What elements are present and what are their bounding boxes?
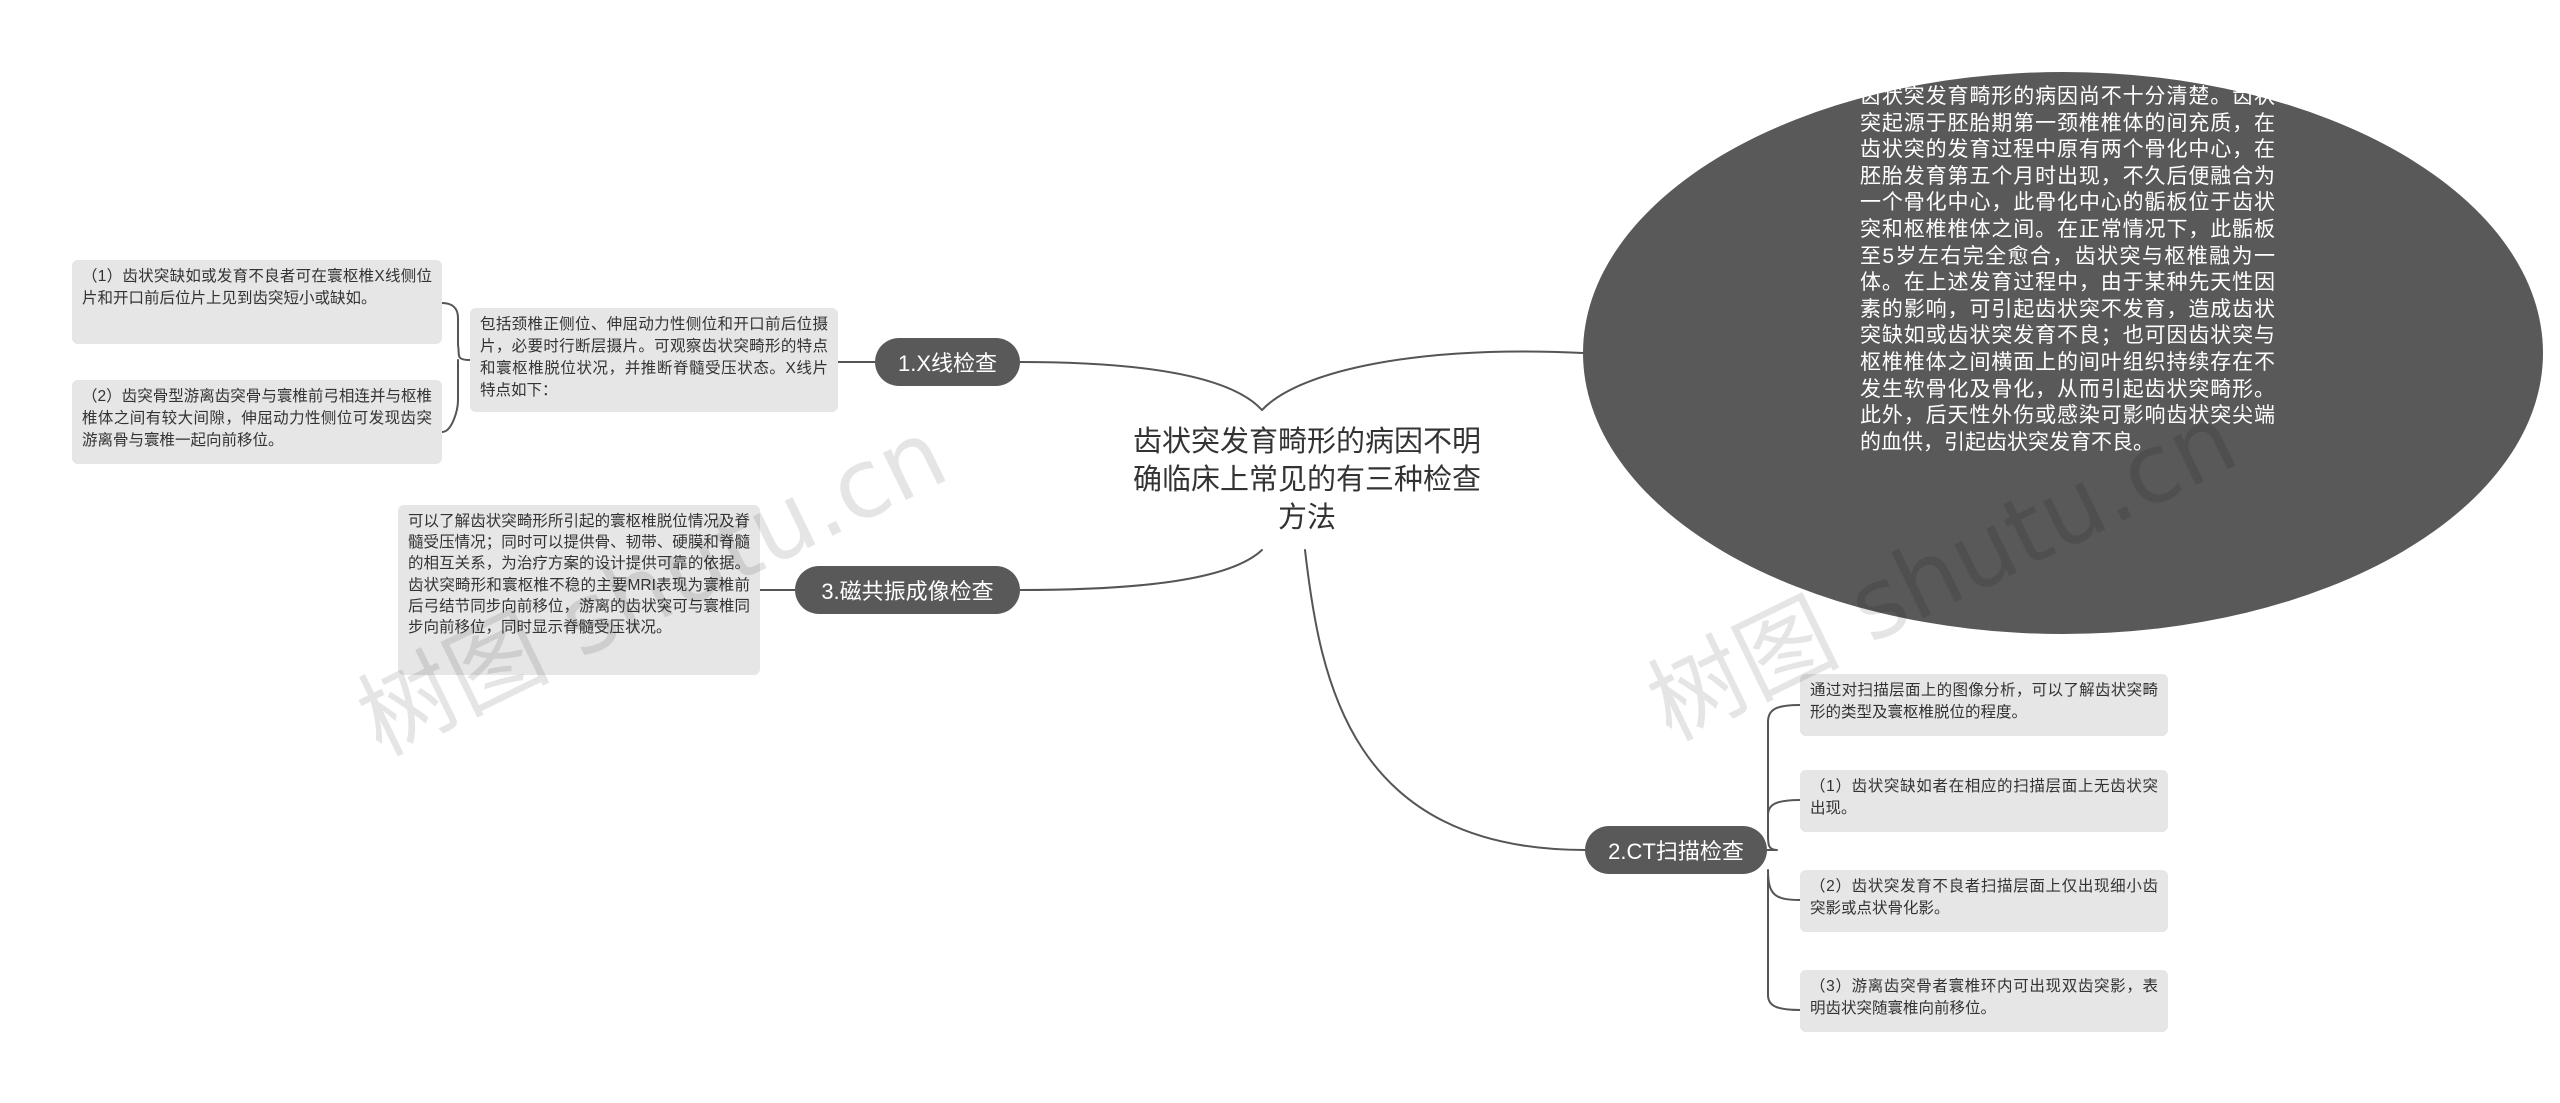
ct-item-1-text: （1）齿状突缺如者在相应的扫描层面上无齿状突出现。 <box>1810 778 2158 817</box>
ct-item-2[interactable]: （2）齿状突发育不良者扫描层面上仅出现细小齿突影或点状骨化影。 <box>1800 870 2168 932</box>
xray-item-1-text: （1）齿状突缺如或发育不良者可在寰枢椎X线侧位片和开口前后位片上见到齿突短小或缺… <box>82 268 432 307</box>
xray-item-2-text: （2）齿突骨型游离齿突骨与寰椎前弓相连并与枢椎椎体之间有较大间隙，伸屈动力性侧位… <box>82 388 432 449</box>
ct-item-intro[interactable]: 通过对扫描层面上的图像分析，可以了解齿状突畸形的类型及寰枢椎脱位的程度。 <box>1800 674 2168 736</box>
bracket-ct-items <box>1766 704 1801 1011</box>
ct-item-1[interactable]: （1）齿状突缺如者在相应的扫描层面上无齿状突出现。 <box>1800 770 2168 832</box>
ct-item-intro-text: 通过对扫描层面上的图像分析，可以了解齿状突畸形的类型及寰枢椎脱位的程度。 <box>1810 682 2158 721</box>
central-topic[interactable]: 齿状突发育畸形的病因不明确临床上常见的有三种检查方法 <box>1122 410 1492 550</box>
xray-item-1[interactable]: （1）齿状突缺如或发育不良者可在寰枢椎X线侧位片和开口前后位片上见到齿突短小或缺… <box>72 260 442 344</box>
mri-text-box[interactable]: 可以了解齿状突畸形所引起的寰枢椎脱位情况及脊髓受压情况；同时可以提供骨、韧带、硬… <box>398 505 760 675</box>
etiology-node[interactable]: 齿状突发育畸形的病因尚不十分清楚。齿状突起源于胚胎期第一颈椎椎体的间充质，在齿状… <box>1583 72 2543 634</box>
bracket-xray-items <box>441 302 471 433</box>
xray-summary-box[interactable]: 包括颈椎正侧位、伸屈动力性侧位和开口前后位摄片，必要时行断层摄片。可观察齿状突畸… <box>470 308 838 412</box>
mri-text: 可以了解齿状突畸形所引起的寰枢椎脱位情况及脊髓受压情况；同时可以提供骨、韧带、硬… <box>408 513 750 637</box>
ct-item-3-text: （3）游离齿突骨者寰椎环内可出现双齿突影，表明齿状突随寰椎向前移位。 <box>1810 978 2158 1017</box>
mri-branch-label: 3.磁共振成像检查 <box>821 579 994 604</box>
ct-branch-label: 2.CT扫描检查 <box>1608 839 1744 864</box>
link-center-etiology <box>1261 350 1584 411</box>
link-center-ct <box>1304 549 1586 851</box>
xray-summary-text: 包括颈椎正侧位、伸屈动力性侧位和开口前后位摄片，必要时行断层摄片。可观察齿状突畸… <box>480 316 828 399</box>
xray-item-2[interactable]: （2）齿突骨型游离齿突骨与寰椎前弓相连并与枢椎椎体之间有较大间隙，伸屈动力性侧位… <box>72 380 442 464</box>
link-center-mri <box>1019 549 1263 591</box>
ct-item-2-text: （2）齿状突发育不良者扫描层面上仅出现细小齿突影或点状骨化影。 <box>1810 878 2158 917</box>
ct-branch-node[interactable]: 2.CT扫描检查 <box>1585 826 1767 874</box>
xray-branch-node[interactable]: 1.X线检查 <box>875 338 1020 386</box>
link-center-xray <box>1019 361 1263 411</box>
etiology-text: 齿状突发育畸形的病因尚不十分清楚。齿状突起源于胚胎期第一颈椎椎体的间充质，在齿状… <box>1860 85 2275 454</box>
xray-branch-label: 1.X线检查 <box>897 351 998 376</box>
mri-branch-node[interactable]: 3.磁共振成像检查 <box>795 566 1020 614</box>
ct-item-3[interactable]: （3）游离齿突骨者寰椎环内可出现双齿突影，表明齿状突随寰椎向前移位。 <box>1800 970 2168 1032</box>
central-topic-text: 齿状突发育畸形的病因不明确临床上常见的有三种检查方法 <box>1132 426 1481 534</box>
